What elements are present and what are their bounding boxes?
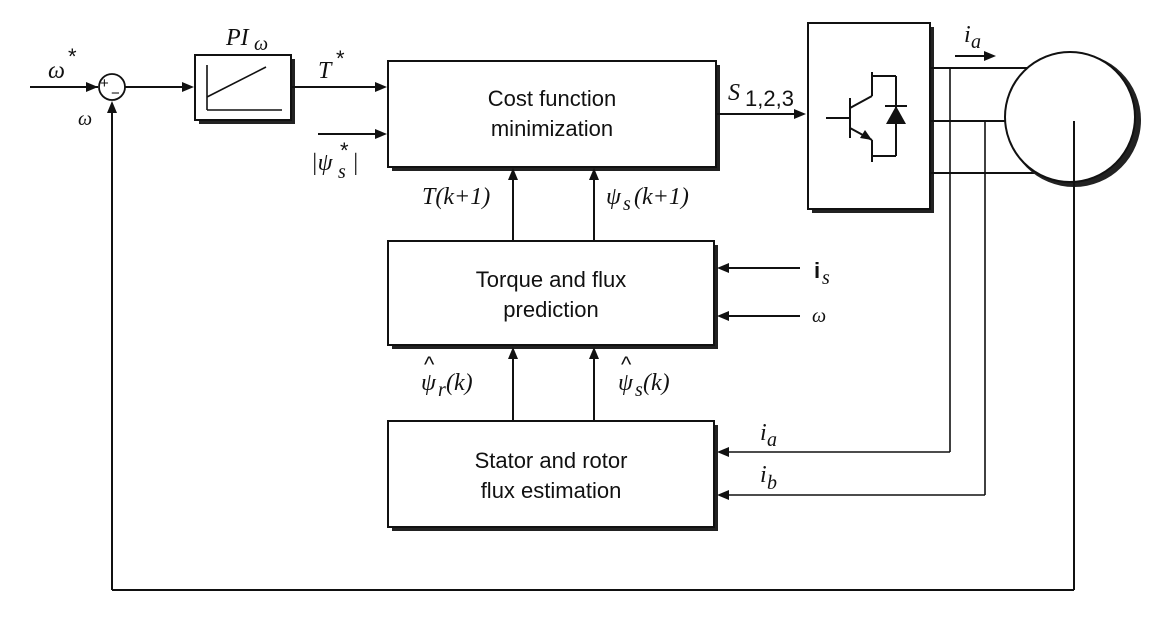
estimation-line1: Stator and rotor [475,448,628,473]
phase-current-ia-top: i a [964,22,981,53]
omega-feedback-label: ω [78,108,92,130]
stator-flux-estimate-label: ^ ψ s (k) [618,352,670,401]
pi-controller-block: PI ω [194,25,295,124]
speed-feedback-loop [107,101,1075,591]
svg-text:(k+1): (k+1) [634,184,689,210]
svg-text:i: i [760,420,767,446]
svg-text:b: b [767,472,777,494]
torque-prediction-label: T(k+1) [422,184,490,210]
current-sense-ia: i a [717,68,951,457]
svg-text:i: i [964,22,971,48]
prediction-line1: Torque and flux [476,267,626,292]
svg-text:ψ: ψ [421,370,437,396]
svg-text:s: s [623,193,631,215]
svg-text:r: r [438,379,446,401]
svg-text:S: S [728,80,740,106]
prediction-line2: prediction [503,297,598,322]
cost-function-line2: minimization [491,116,613,141]
svg-text:s: s [338,161,346,183]
svg-text:1,2,3: 1,2,3 [745,86,794,111]
svg-text:*: * [340,138,349,163]
flux-reference-label: |ψ s * | [311,138,359,183]
svg-text:s: s [635,379,643,401]
svg-text:|: | [352,150,359,176]
inverter-block [807,22,934,213]
torque-reference-label: T [318,58,333,84]
flux-prediction-label: ψ s (k+1) [606,184,689,215]
svg-text:i: i [814,258,820,283]
torque-reference-star: * [336,46,345,71]
svg-text:(k): (k) [643,370,670,396]
svg-text:|ψ: |ψ [311,150,334,176]
sum-plus-sign: + [100,75,109,92]
omega-reference-star: * [68,44,77,69]
svg-text:ψ: ψ [606,184,622,210]
svg-text:i: i [760,462,767,488]
pi-label: PI [225,25,250,51]
rotor-flux-estimate-label: ^ ψ r (k) [421,352,473,401]
svg-text:a: a [767,429,777,451]
svg-text:ψ: ψ [618,370,634,396]
cost-function-line1: Cost function [488,86,616,111]
current-sense-ib: i b [717,121,986,500]
cost-function-block: Cost function minimization [387,60,720,171]
svg-text:^: ^ [621,352,632,377]
svg-text:(k): (k) [446,370,473,396]
induction-motor [1004,51,1141,187]
summing-junction: + − ω [78,73,126,130]
switching-signal-label: S 1,2,3 [728,80,794,111]
pi-subscript: ω [254,33,268,55]
omega-reference-label: ω [48,58,65,84]
estimation-line2: flux estimation [481,478,622,503]
sum-minus-sign: − [111,85,120,102]
stator-current-input: i s [814,258,830,289]
estimation-block: Stator and rotor flux estimation [387,420,718,531]
svg-text:^: ^ [424,352,435,377]
speed-input-label: ω [812,305,826,327]
svg-text:s: s [822,267,830,289]
svg-text:a: a [971,31,981,53]
prediction-block: Torque and flux prediction [387,240,718,349]
omega-reference-input: ω * [30,44,98,92]
